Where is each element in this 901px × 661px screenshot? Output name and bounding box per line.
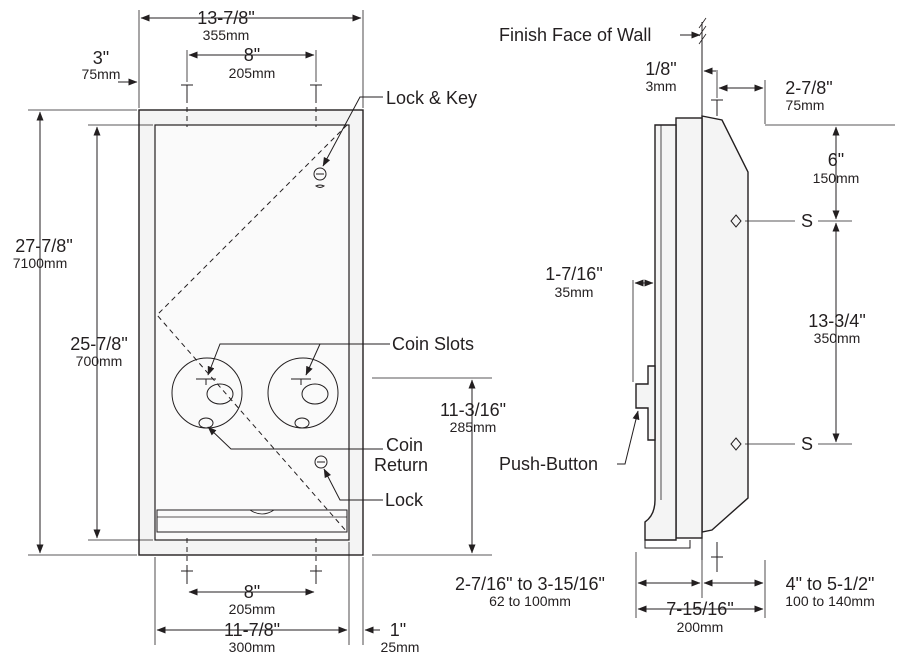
- width-top-label: 13-7/8": [197, 8, 254, 28]
- depth-total-label: 7-15/16": [666, 599, 733, 619]
- coin-height-label: 11-3/16": [440, 400, 506, 420]
- mount-mark-bottom-right: [310, 538, 322, 584]
- s-spacing-mm: 350mm: [814, 330, 861, 346]
- height-overall-label: 27-7/8": [15, 236, 72, 256]
- callout-coin-slots: Coin Slots: [392, 334, 474, 354]
- callout-coin-return-2: Return: [374, 455, 428, 475]
- push-button-label: Push-Button: [499, 454, 598, 474]
- finish-face-label: Finish Face of Wall: [499, 25, 651, 45]
- recess-range-label: 2-7/16" to 3-15/16": [455, 574, 605, 594]
- screw-top: [730, 214, 742, 228]
- button-depth-label: 1-7/16": [545, 264, 602, 284]
- callout-lock: Lock: [385, 490, 424, 510]
- button-depth-mm: 35mm: [555, 284, 594, 300]
- front-cabinet: [154, 124, 350, 541]
- right-offset-label: 1": [390, 620, 406, 640]
- product-tray: [156, 509, 348, 533]
- recess-range-mm: 62 to 100mm: [489, 593, 571, 609]
- width-bottom-mm: 300mm: [229, 639, 276, 655]
- top-offset-mm: 75mm: [786, 97, 825, 113]
- leader-coin-return: [207, 426, 383, 450]
- push-button: [635, 365, 656, 441]
- mount-bottom-mm: 205mm: [229, 601, 276, 617]
- side-flange: [675, 117, 703, 539]
- side-mount-mark-top: [711, 99, 723, 116]
- top-offset-label: 2-7/8": [785, 78, 832, 98]
- wall-range-mm: 100 to 140mm: [785, 593, 875, 609]
- left-offset-label: 3": [93, 48, 109, 68]
- callout-coin-return-1: Coin: [386, 435, 423, 455]
- s-spacing-label: 13-3/4": [808, 311, 865, 331]
- coin-height-mm: 285mm: [450, 419, 497, 435]
- mount-mark-top-left: [181, 84, 193, 127]
- height-overall-mm: 7100mm: [13, 255, 67, 271]
- s-top-mm: 150mm: [813, 170, 860, 186]
- front-view: 13-7/8" 355mm 3" 75mm 8" 205mm T 27-7/8"…: [13, 8, 506, 655]
- width-bottom-label: 11-7/8": [224, 620, 280, 640]
- wall-gap-label: 1/8": [645, 59, 676, 79]
- leader-coin-slot-left: [207, 343, 390, 376]
- leader-lock-key: [322, 96, 383, 167]
- side-door: [644, 124, 677, 541]
- coin-mechanism-left: [171, 357, 243, 429]
- left-offset-mm: 75mm: [82, 66, 121, 82]
- leader-lock: [323, 468, 383, 501]
- height-inner-label: 25-7/8": [70, 334, 127, 354]
- wall-range-label: 4" to 5-1/2": [786, 574, 875, 594]
- lock-key-cylinder: [313, 167, 327, 188]
- depth-total-mm: 200mm: [677, 619, 724, 635]
- leader-coin-slot-right: [305, 343, 321, 376]
- s-top-label: 6": [828, 150, 844, 170]
- mount-bottom-label: 8": [244, 582, 260, 602]
- side-view: Finish Face of Wall 1/8" 3mm 2-7/8" 75mm…: [455, 17, 895, 635]
- side-cabinet-recess: [701, 115, 749, 533]
- door-swing-line: [156, 124, 348, 533]
- right-offset-mm: 25mm: [381, 639, 420, 655]
- callout-lock-key: Lock & Key: [386, 88, 477, 108]
- mount-mark-bottom-left: [181, 538, 193, 584]
- screw-mark-bottom: S: [801, 434, 813, 454]
- side-mount-mark-bottom: [711, 542, 723, 572]
- screw-mark-top: S: [801, 211, 813, 231]
- height-inner-mm: 700mm: [76, 353, 123, 369]
- lower-lock: [314, 455, 328, 469]
- coin-mechanism-right: [267, 357, 339, 429]
- wall-gap-mm: 3mm: [645, 78, 676, 94]
- leader-push-button: [617, 410, 640, 465]
- mount-top-mm: 205mm: [229, 65, 276, 81]
- mount-mark-top-right: [310, 84, 322, 127]
- screw-bottom: [730, 437, 742, 451]
- mount-top-label: 8": [244, 45, 260, 65]
- width-top-mm: 355mm: [203, 27, 250, 43]
